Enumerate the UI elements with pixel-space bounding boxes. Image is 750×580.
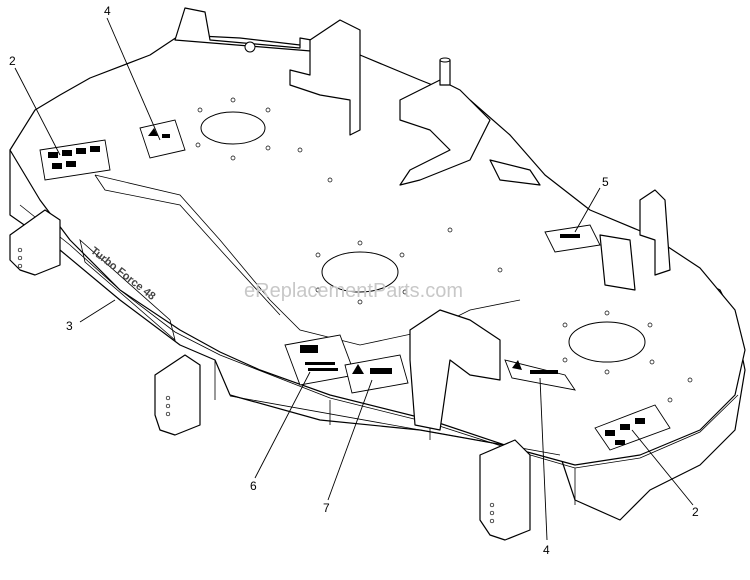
right-bracket	[639, 189, 671, 276]
leader-2-right	[631, 429, 694, 506]
callout-labels: 4 2 5 3 6 7 2 4	[9, 4, 699, 557]
callout-3: 3	[66, 319, 73, 333]
callout-5: 5	[602, 175, 609, 189]
callout-6: 6	[250, 479, 257, 493]
watermark-text: eReplacementParts.com	[244, 280, 463, 302]
idler-arm	[399, 79, 491, 186]
callout-4-bottom: 4	[543, 543, 550, 557]
left-wheel-bracket	[9, 209, 61, 276]
center-bracket	[409, 309, 501, 431]
rear-bracket	[289, 19, 361, 136]
decal-7	[344, 354, 409, 394]
leader-lines	[14, 17, 694, 541]
leader-7	[327, 379, 373, 501]
decal-warning-bottom	[504, 359, 576, 391]
leader-5	[574, 187, 601, 233]
deck-top-plate	[9, 34, 746, 466]
leader-2-left	[14, 67, 61, 156]
callout-7: 7	[323, 501, 330, 515]
decal-warning-top	[139, 119, 186, 159]
callout-2-left: 2	[9, 54, 16, 68]
leader-6	[254, 371, 311, 479]
leader-4-bottom	[539, 377, 548, 541]
front-wheel-bracket	[154, 354, 201, 436]
leader-3	[79, 299, 116, 323]
spindle-hole-center	[321, 251, 399, 293]
decal-right-safety	[594, 404, 671, 451]
right-wheel-bracket	[479, 439, 531, 541]
decal-5	[544, 224, 601, 253]
callout-2-right: 2	[692, 505, 699, 519]
spindle-hole-left	[200, 111, 266, 145]
callout-4-top: 4	[104, 4, 111, 18]
decals	[39, 119, 671, 451]
bolt-pattern	[195, 97, 693, 403]
mower-deck: Turbo Force 48	[9, 7, 746, 541]
spindle-hole-right	[568, 321, 646, 363]
leader-4-top	[106, 17, 161, 141]
